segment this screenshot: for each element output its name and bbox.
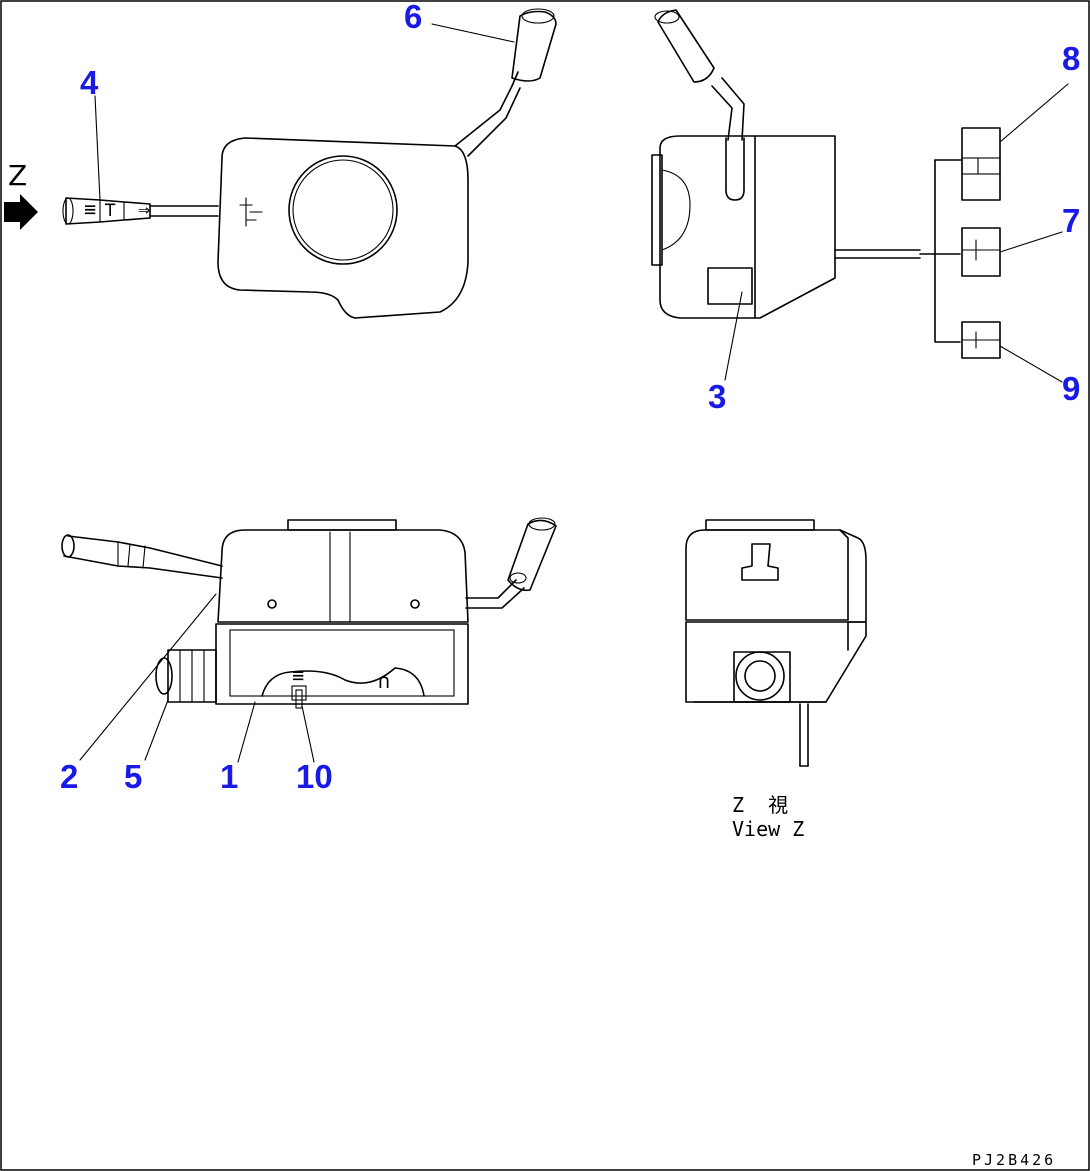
callout-7: 7: [1062, 202, 1080, 239]
view-side-top-right: [651, 9, 1001, 359]
callout-8: 8: [1062, 40, 1080, 77]
view-front-top-left: ≡ ⊤ ⇒ Z: [4, 8, 557, 319]
svg-text:⊤: ⊤: [104, 197, 116, 221]
view-bottom-left: ≡ ∩: [61, 517, 557, 709]
view-marker: Z: [8, 159, 27, 192]
callout-9: 9: [1062, 370, 1080, 407]
view-z-bottom-right: [685, 519, 867, 767]
callout-5: 5: [124, 758, 142, 795]
svg-text:⇒: ⇒: [138, 197, 150, 221]
leader-lines: [79, 23, 1069, 763]
callout-4: 4: [80, 64, 99, 101]
svg-text:≡: ≡: [84, 197, 96, 221]
svg-text:≡: ≡: [292, 663, 304, 687]
callout-10: 10: [296, 758, 333, 795]
callout-3: 3: [708, 378, 726, 415]
svg-text:∩: ∩: [378, 669, 390, 693]
callout-6: 6: [404, 0, 422, 35]
callout-2: 2: [60, 758, 78, 795]
callouts: 4 6 8 7 9 3 2 5 1 10: [60, 0, 1080, 795]
drawing-code: PJ2B426: [972, 1151, 1056, 1169]
arrow-right-icon: [4, 194, 38, 230]
callout-1: 1: [220, 758, 238, 795]
view-caption-line2: View Z: [732, 817, 804, 841]
view-caption-line1: Z 視: [732, 793, 788, 817]
